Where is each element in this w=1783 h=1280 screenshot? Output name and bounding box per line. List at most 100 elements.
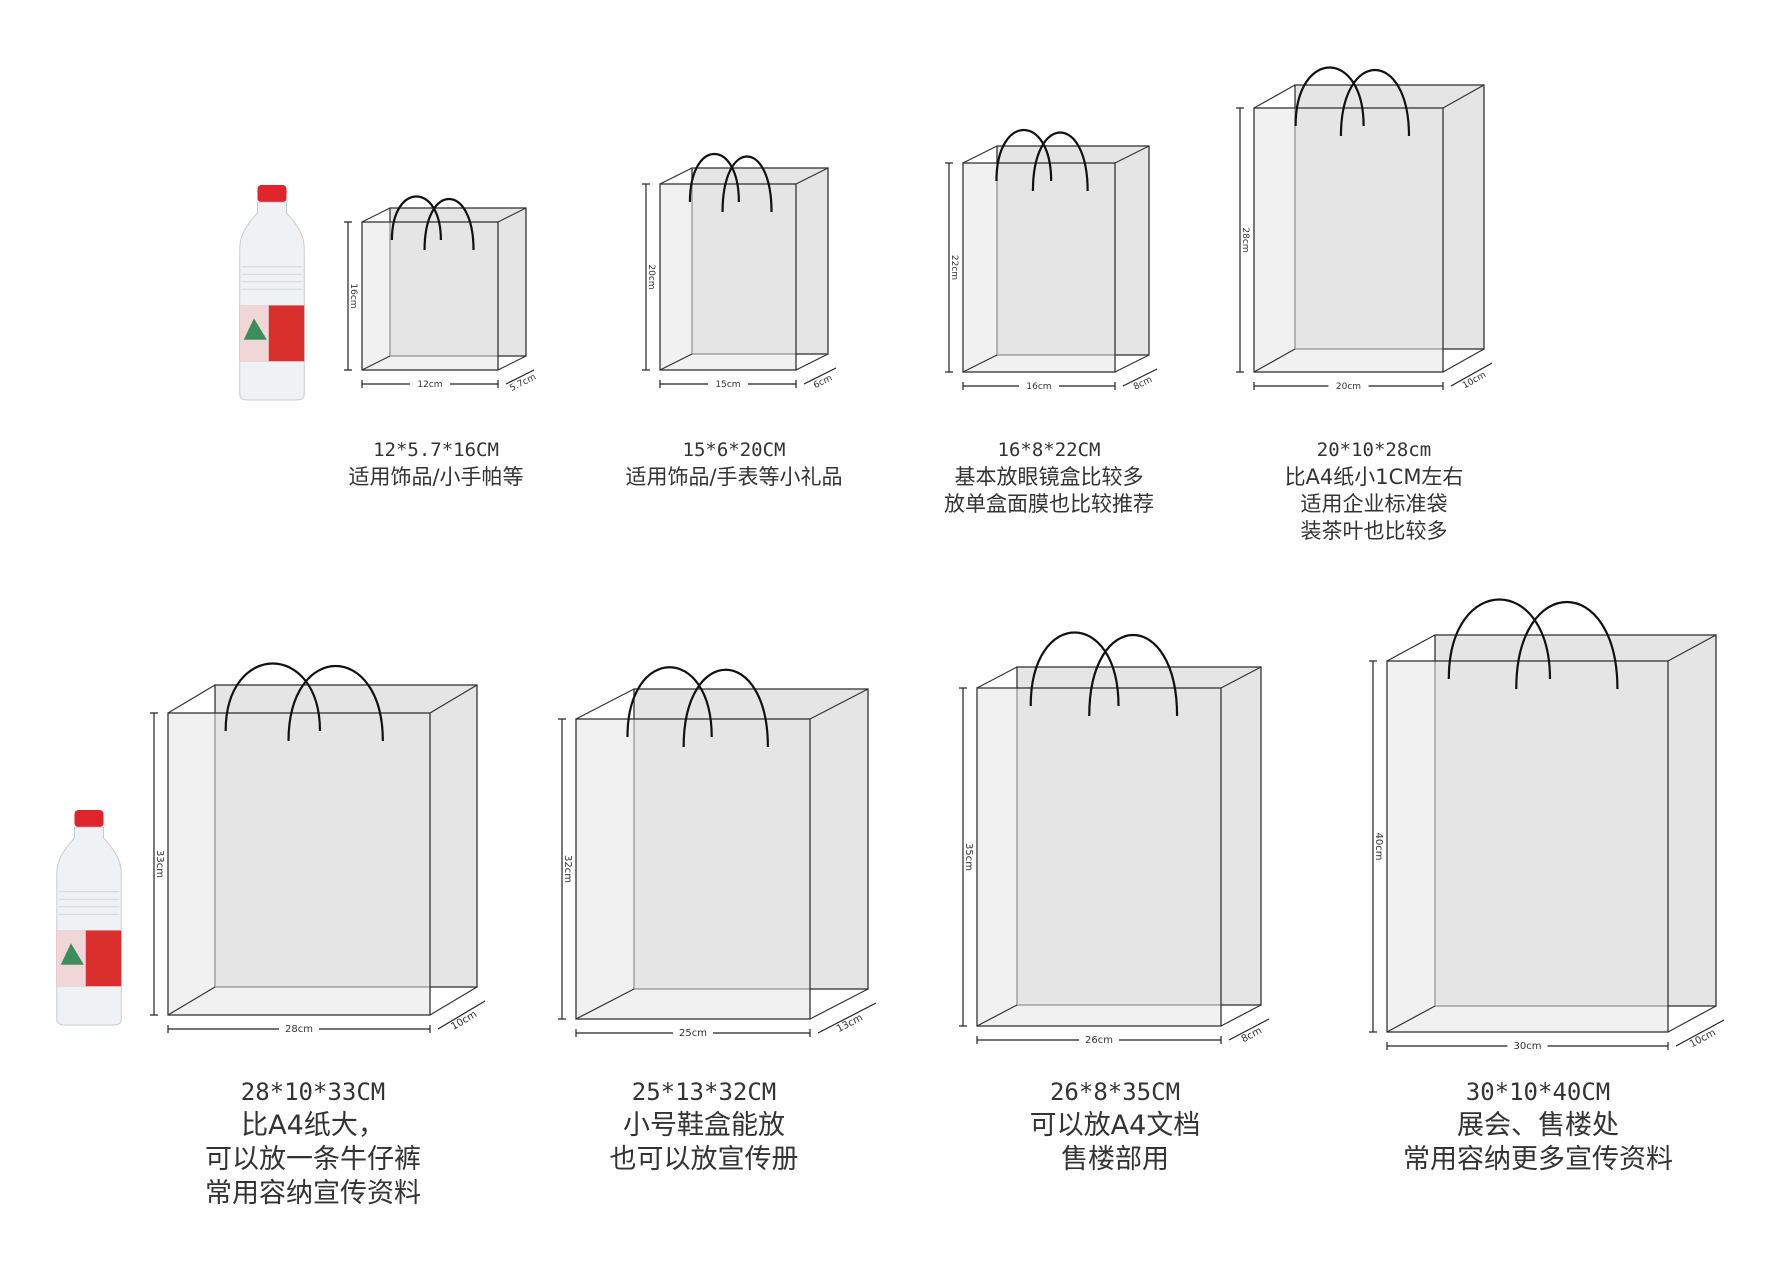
- bag-edge: [795, 167, 829, 185]
- bag-description-line: 适用饰品/小手帕等: [348, 465, 524, 489]
- bag-handle: [682, 668, 769, 748]
- bag-12-caption: 12*5.7*16CM 适用饰品/小手帕等: [348, 437, 523, 491]
- bag-edge: [1667, 1005, 1717, 1033]
- label-backdrop: [1507, 1039, 1548, 1051]
- bag-description-line: 常用容纳宣传资料: [205, 1178, 421, 1209]
- width-label: 30cm: [1514, 1041, 1542, 1052]
- mountain-icon: [243, 318, 267, 340]
- bag-handle: [721, 155, 773, 213]
- label-backdrop: [1019, 379, 1059, 391]
- depth-dimension-line: [1675, 1019, 1725, 1047]
- bag-handle: [1339, 68, 1411, 137]
- bag-description-line: 常用容纳更多宣传资料: [1403, 1144, 1673, 1175]
- height-label: 28cm: [1240, 227, 1250, 252]
- width-label: 16cm: [1026, 382, 1051, 392]
- bag-edge: [575, 988, 635, 1020]
- bag-edge: [976, 666, 1018, 689]
- bag-edge: [1386, 634, 1436, 662]
- depth-dimension-line: [437, 1000, 486, 1030]
- label-backdrop: [1079, 1033, 1119, 1045]
- bag-front-panel: [976, 687, 1222, 1027]
- depth-label: 8cm: [1240, 1025, 1264, 1045]
- depth-label: 8cm: [1132, 375, 1154, 393]
- bag-edge: [795, 353, 829, 371]
- bag-26-caption: 26*8*35CM 可以放A4文档售楼部用: [1030, 1075, 1201, 1177]
- depth-dimension-line: [803, 367, 837, 385]
- label-backdrop: [708, 377, 748, 389]
- bag-front-panel: [575, 718, 811, 1020]
- bag-handle: [626, 666, 713, 738]
- bag-front-panel: [361, 221, 499, 371]
- bag-edge: [497, 207, 527, 223]
- bag-edge: [429, 684, 478, 714]
- bag-edge: [659, 167, 693, 185]
- bag-edge: [497, 355, 527, 371]
- bag-handle: [1029, 631, 1120, 707]
- bag-description-line: 可以放A4文档: [1029, 1110, 1201, 1141]
- bag-handle: [995, 128, 1053, 182]
- bag-edge: [1114, 145, 1150, 164]
- bag-handle: [1447, 598, 1552, 680]
- bag-description-line: 适用饰品/手表等小礼品: [625, 465, 843, 489]
- width-label: 12cm: [417, 380, 442, 390]
- bag-description-line: 比A4纸大，: [241, 1110, 385, 1141]
- bag-edge: [1253, 84, 1296, 109]
- water-bottle-small: [239, 185, 305, 401]
- bag-description-line: 放单盒面膜也比较推荐: [944, 492, 1154, 516]
- bag-size-label: 26*8*35CM: [1049, 1078, 1181, 1106]
- bag-handle: [390, 195, 442, 241]
- water-bottle-large: [56, 810, 122, 1026]
- bag-handle: [1031, 131, 1089, 192]
- depth-dimension-line: [505, 369, 535, 385]
- bag-front-panel: [1386, 660, 1669, 1033]
- bag-front-panel: [167, 712, 431, 1016]
- width-label: 28cm: [285, 1024, 313, 1035]
- bag-edge: [659, 353, 693, 371]
- bag-size-label: 12*5.7*16CM: [373, 439, 499, 461]
- height-label: 20cm: [646, 264, 656, 289]
- depth-label: 10cm: [1688, 1027, 1718, 1050]
- bag-description-line: 小号鞋盒能放: [623, 1110, 785, 1141]
- depth-label: 6cm: [812, 373, 834, 391]
- width-label: 15cm: [715, 380, 740, 390]
- bag-size-label: 20*10*28cm: [1316, 439, 1432, 461]
- bag-edge: [361, 355, 391, 371]
- depth-dimension-line: [1450, 362, 1493, 387]
- width-label: 26cm: [1085, 1035, 1113, 1046]
- bag-front-panel: [659, 183, 797, 371]
- bag-description-line: 适用企业标准袋: [1300, 492, 1448, 516]
- depth-dimension-line: [817, 1002, 877, 1034]
- bag-edge: [1386, 1005, 1436, 1033]
- bag-edge: [809, 988, 869, 1020]
- bag-size-label: 15*6*20CM: [682, 439, 786, 461]
- label-backdrop: [279, 1022, 319, 1034]
- bag-handle: [287, 664, 384, 742]
- bag-edge: [962, 145, 998, 164]
- bag-description-line: 售楼部用: [1061, 1144, 1169, 1175]
- bottle-body: [239, 201, 305, 401]
- bag-handle: [688, 152, 740, 203]
- bag-description-line: 基本放眼镜盒比较多: [954, 465, 1144, 489]
- bag-description-line: 也可以放宣传册: [609, 1144, 799, 1175]
- bag-size-label: 16*8*22CM: [997, 439, 1101, 461]
- bag-15: 20cm 15cm 6cm: [642, 152, 837, 391]
- height-label: 16cm: [348, 283, 358, 308]
- bag-description-line: 装茶叶也比较多: [1300, 519, 1448, 543]
- bag-edge: [962, 354, 998, 373]
- bag-front-panel: [1253, 107, 1444, 373]
- bag-front-panel: [962, 162, 1116, 373]
- label-backdrop: [410, 377, 450, 389]
- bag-size-label: 30*10*40CM: [1465, 1078, 1611, 1106]
- bottle-cap: [74, 810, 104, 828]
- bag-edge: [361, 207, 391, 223]
- bag-edge: [575, 688, 635, 720]
